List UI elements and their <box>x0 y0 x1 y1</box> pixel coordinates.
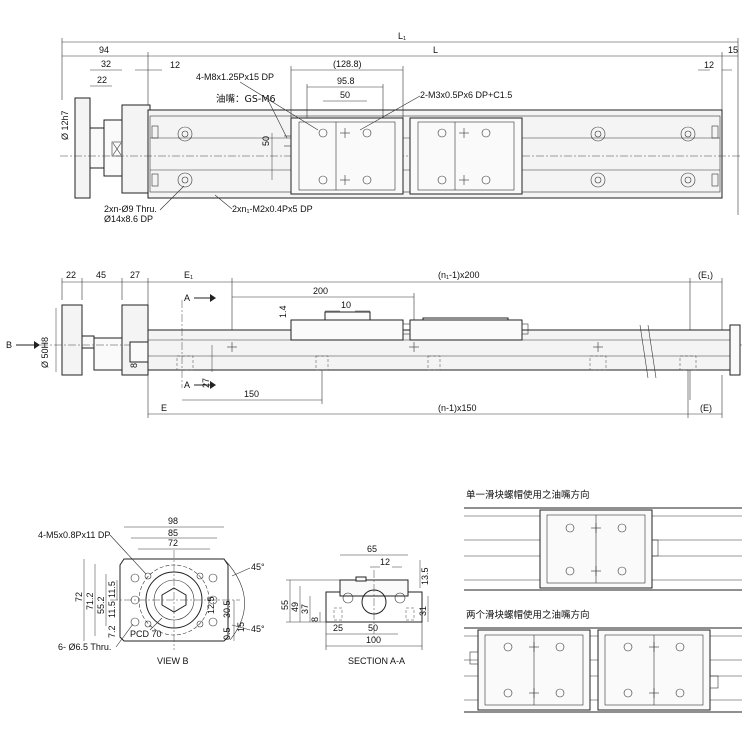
dim-50h8: Ø 50H8 <box>40 337 50 368</box>
dim-L: L <box>433 45 438 55</box>
dim-10: 10 <box>341 300 351 310</box>
pcd-label: PCD 70 <box>130 629 162 639</box>
dim-32: 32 <box>101 59 111 69</box>
dim-100: 100 <box>366 635 381 645</box>
dim-150: 150 <box>244 389 259 399</box>
dim-55-2: 55.2 <box>96 596 106 614</box>
section-aa: 65 12 13.5 55 49 37 8 31 25 50 <box>280 544 430 666</box>
view-b: 98 85 72 4-M5x0.8Px11 DP 6- Ø6.5 Thr <box>38 516 265 666</box>
slider-holes <box>318 128 491 185</box>
title-double-slider: 两个滑块螺帽使用之油嘴方向 <box>466 609 590 621</box>
dim-85: 85 <box>168 528 178 538</box>
grease-double-view: 两个滑块螺帽使用之油嘴方向 <box>464 609 742 713</box>
side-view: 22 45 27 E₁ (n₁-1)x200 (E₁) 200 10 1.4 Ø… <box>6 270 742 418</box>
dim-200: 200 <box>313 286 328 296</box>
dim-25: 25 <box>333 623 343 633</box>
dim-50-section: 50 <box>368 623 378 633</box>
label-grease-nipple: 油嘴：GS-M6 <box>216 93 276 105</box>
angle-45-top: 45° <box>251 562 265 572</box>
dim-8-side: 8 <box>129 363 139 368</box>
dim-94: 94 <box>99 45 109 55</box>
dim-12-left: 12 <box>170 60 180 70</box>
grease-single-view: 单一滑块螺帽使用之油嘴方向 <box>464 489 742 591</box>
dim-22-side: 22 <box>66 270 76 280</box>
dim-11-5-a: 11.5 <box>107 581 117 598</box>
label-slider-holes: 4-M8x1.25Px15 DP <box>196 72 274 82</box>
dim-72-top: 72 <box>168 538 178 548</box>
label-m2-holes: 2xn₁-M2x0.4Px5 DP <box>232 204 313 214</box>
view-b-title: VIEW B <box>157 656 189 666</box>
label-m3: 2-M3x0.5Px6 DP+C1.5 <box>420 90 512 100</box>
dim-1-4: 1.4 <box>278 305 288 318</box>
dim-22-top: 22 <box>97 75 107 85</box>
dim-27-vertical: 27 <box>201 378 211 388</box>
label-m5: 4-M5x0.8Px11 DP <box>38 530 110 540</box>
view-b-holes <box>130 572 218 628</box>
dim-72-left: 72 <box>74 592 84 602</box>
angle-45-bottom: 45° <box>251 624 265 634</box>
dim-50-vertical: 50 <box>261 136 271 146</box>
dim-71-2: 71.2 <box>85 592 95 610</box>
label-thru-holes-b: 6- Ø6.5 Thru. <box>58 642 111 652</box>
dim-E: E <box>161 403 167 413</box>
dim-128-8: (128.8) <box>333 59 362 69</box>
dim-n-150: (n-1)x150 <box>438 403 477 413</box>
dim-8-section: 8 <box>310 617 320 622</box>
dim-12-5: 12.5 <box>206 596 216 614</box>
label-thru-holes: 2xn-Ø9 Thru. <box>104 204 157 214</box>
dim-E-paren: (E) <box>700 403 712 413</box>
top-view: L₁ 94 L 15 32 12 12 22 Ø 12h7 <box>60 31 740 224</box>
dim-50-slider: 50 <box>340 90 350 100</box>
dim-0-5: 0.5 <box>222 627 232 640</box>
dim-L1: L₁ <box>398 31 406 41</box>
dim-65: 65 <box>367 544 377 554</box>
dim-13-5: 13.5 <box>420 567 430 585</box>
dim-E1: E₁ <box>184 270 193 280</box>
dim-12-right: 12 <box>704 60 714 70</box>
dim-7-2: 7.2 <box>107 625 117 638</box>
dim-15-b: 15 <box>236 622 246 632</box>
dim-12-section: 12 <box>380 557 390 567</box>
dim-98: 98 <box>168 516 178 526</box>
dim-shaft-dia: Ø 12h7 <box>60 110 70 140</box>
dim-95-8: 95.8 <box>337 76 355 86</box>
dim-15-top: 15 <box>728 45 738 55</box>
dim-55-section: 55 <box>280 600 290 610</box>
dim-31: 31 <box>418 606 428 616</box>
arrow-a-top: A <box>184 293 190 303</box>
dim-27-side: 27 <box>130 270 140 280</box>
label-counterbore: Ø14x8.6 DP <box>104 214 153 224</box>
title-single-slider: 单一滑块螺帽使用之油嘴方向 <box>466 489 590 501</box>
arrow-b-label: B <box>6 340 12 350</box>
section-aa-title: SECTION A-A <box>348 656 405 666</box>
dim-n1-200: (n₁-1)x200 <box>438 270 480 280</box>
dim-E1-paren: (E₁) <box>698 270 713 280</box>
arrow-a-bottom: A <box>184 380 190 390</box>
dim-11-5-b: 11.5 <box>107 601 117 618</box>
rail-holes <box>177 126 696 188</box>
dim-30-5: 30.5 <box>222 600 232 618</box>
dim-45-side: 45 <box>96 270 106 280</box>
dim-49: 49 <box>290 602 300 612</box>
dim-37: 37 <box>300 604 310 614</box>
